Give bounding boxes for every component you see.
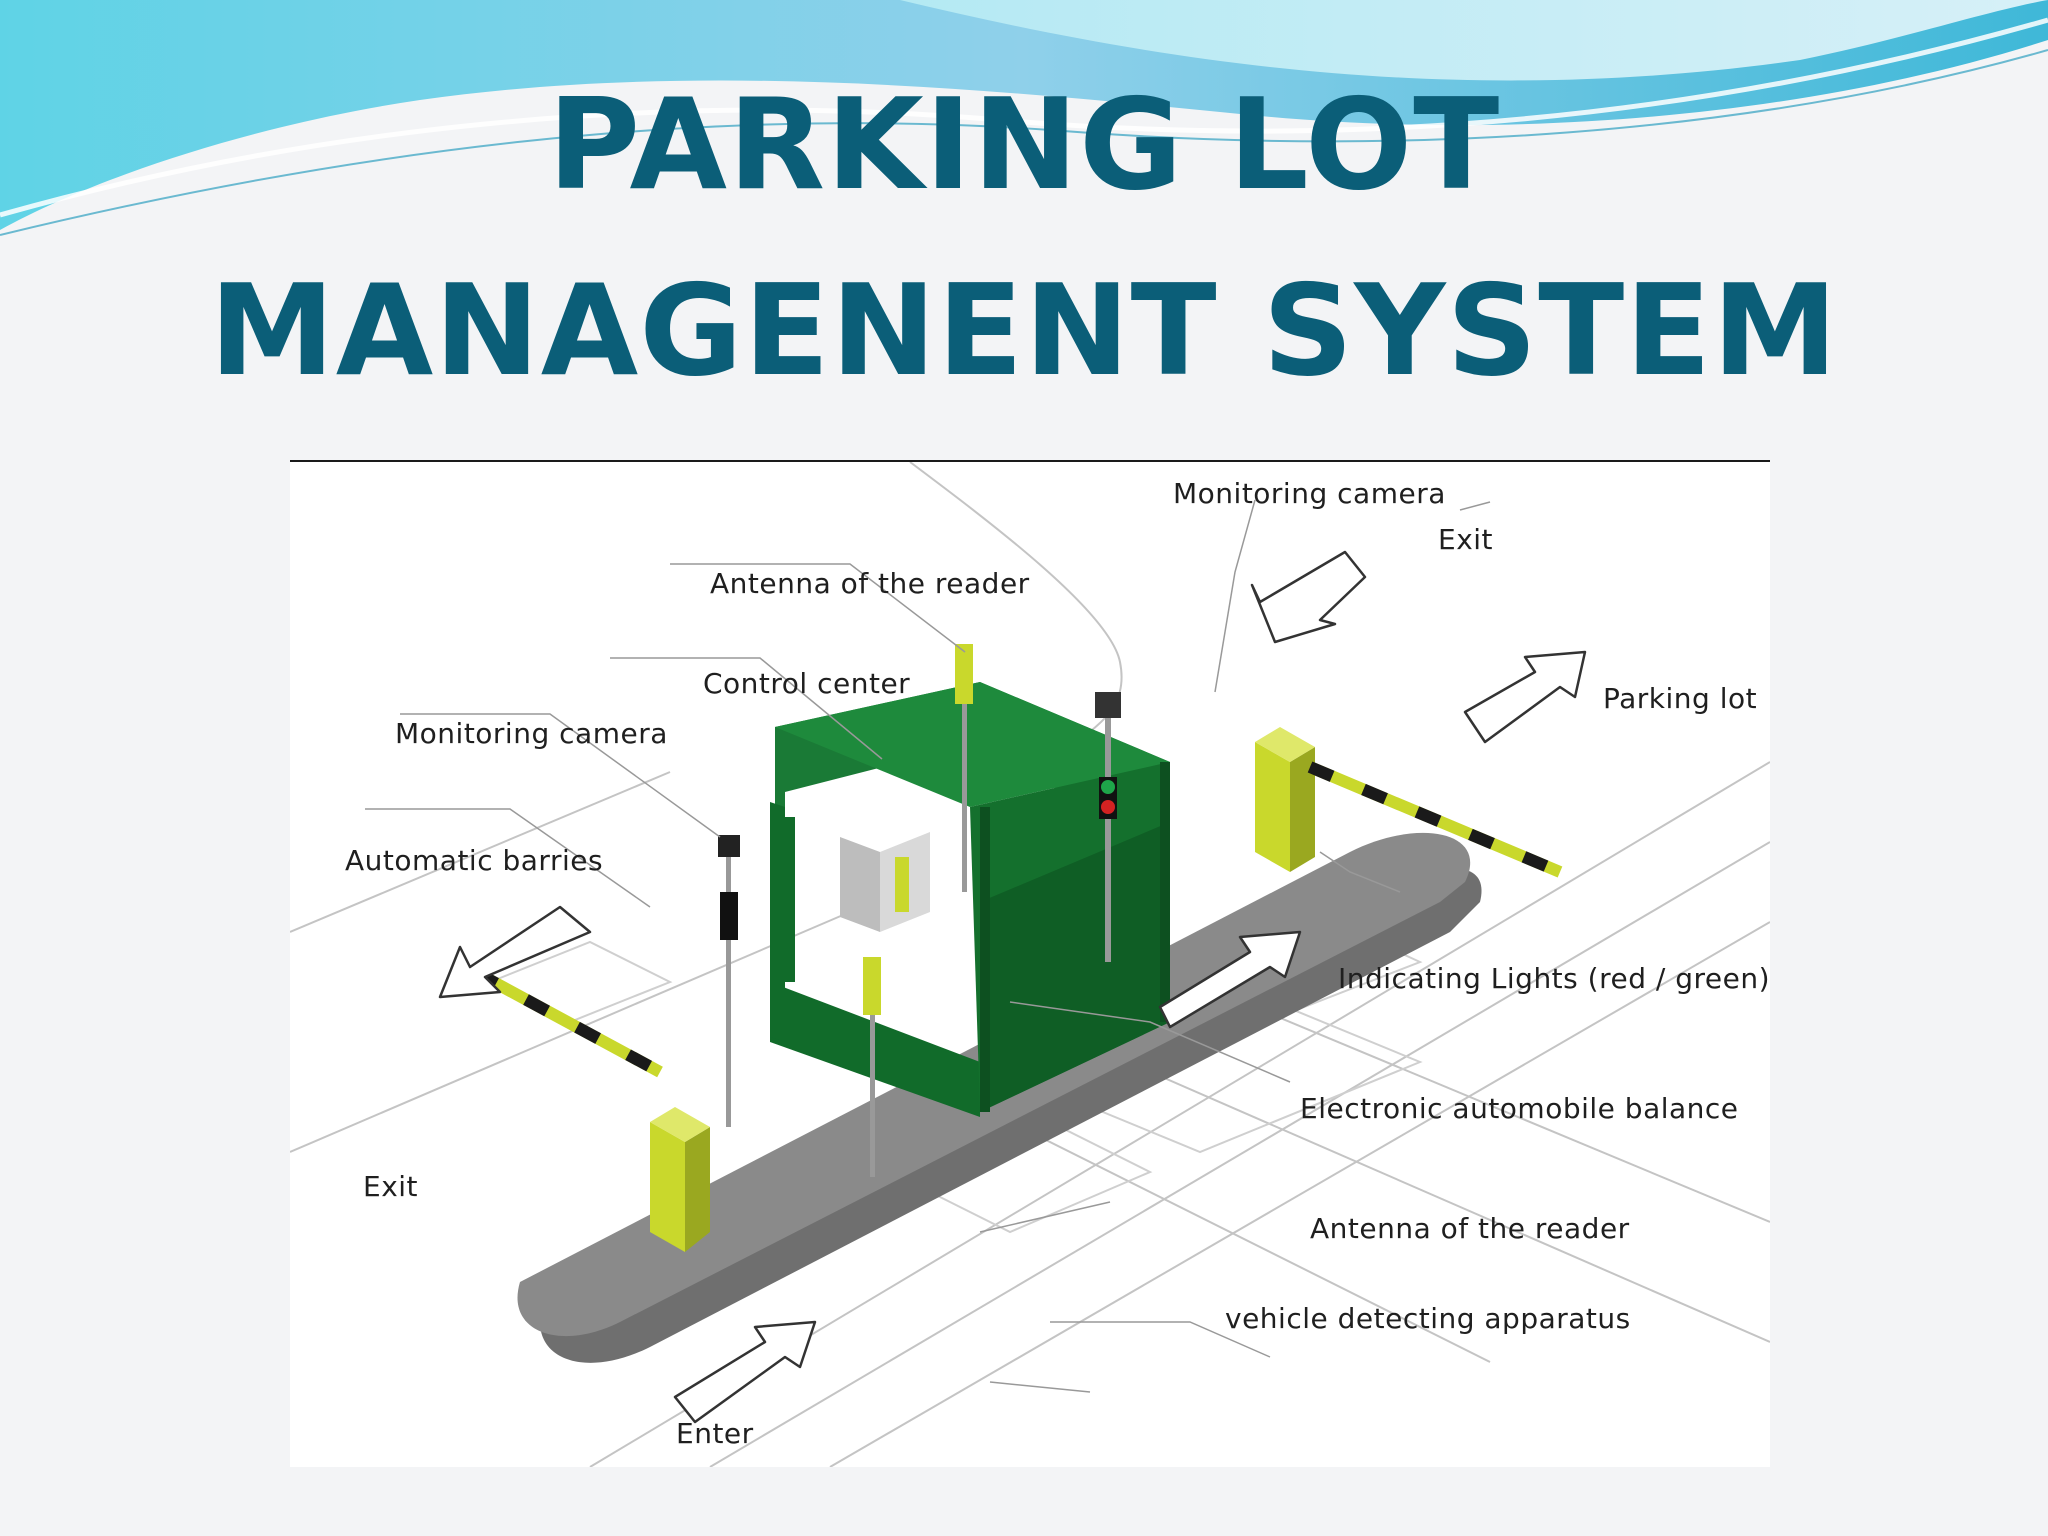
arrow-enter xyxy=(673,1320,817,1424)
entry-barrier xyxy=(472,966,710,1252)
control-booth xyxy=(770,682,1170,1117)
callout-enter: Enter xyxy=(676,1417,754,1450)
direction-arrows xyxy=(438,550,1587,1424)
exit-barrier xyxy=(1255,727,1563,878)
callout-exit-left: Exit xyxy=(363,1170,419,1203)
arrow-exit-left xyxy=(438,905,592,999)
callout-monitoring-camera-top: Monitoring camera xyxy=(1173,477,1446,510)
callout-automatic-barries: Automatic barries xyxy=(345,844,604,877)
callout-parking-lot: Parking lot xyxy=(1603,682,1758,715)
wave-header-decoration xyxy=(0,0,2048,236)
leader-lines xyxy=(365,499,1491,1393)
figure-top-rule xyxy=(290,460,1770,463)
diagram-illustration xyxy=(290,462,1770,1467)
callout-antenna-reader-top: Antenna of the reader xyxy=(710,567,1030,600)
title-line-2: MANAGENENT SYSTEM xyxy=(209,257,1839,404)
parking-system-diagram: Monitoring camera Exit Antenna of the re… xyxy=(290,462,1770,1467)
arrow-parking-lot xyxy=(1463,650,1587,744)
callout-electronic-balance: Electronic automobile balance xyxy=(1300,1092,1739,1125)
callout-indicating-lights: Indicating Lights (red / green) xyxy=(1338,962,1770,995)
title-line-1: PARKING LOT xyxy=(547,71,1501,218)
callout-monitoring-camera-left: Monitoring camera xyxy=(395,717,668,750)
callout-control-center: Control center xyxy=(703,667,911,700)
callout-exit-top: Exit xyxy=(1438,523,1494,556)
arrow-indicating xyxy=(1158,930,1302,1029)
poles xyxy=(718,644,1121,1177)
arrow-exit-top xyxy=(1250,550,1367,644)
callout-vehicle-detecting: vehicle detecting apparatus xyxy=(1225,1302,1631,1335)
callout-antenna-reader-bottom: Antenna of the reader xyxy=(1310,1212,1630,1245)
